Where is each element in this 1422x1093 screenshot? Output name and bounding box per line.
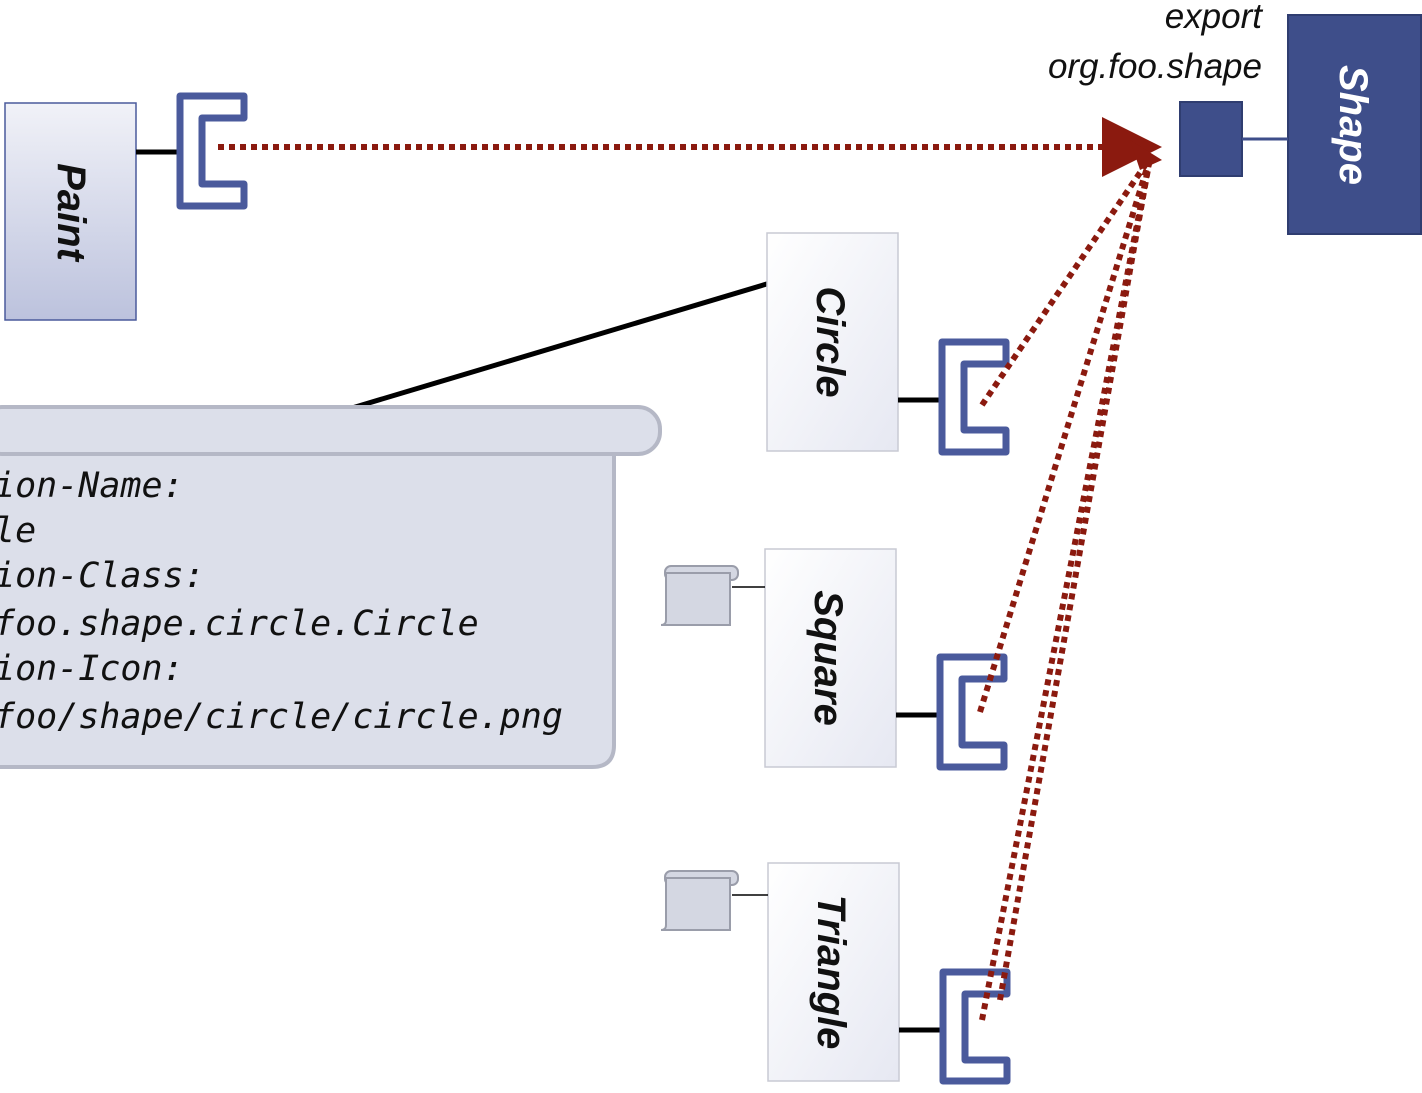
export-label-line1: export xyxy=(1165,0,1264,36)
triangle-dependency-arrow-2 xyxy=(997,157,1153,1001)
triangle-label: Triangle xyxy=(809,895,853,1050)
square-label: Square xyxy=(806,590,850,726)
triangle-dependency-arrow xyxy=(979,157,1153,1021)
arrowhead-icon xyxy=(1130,140,1162,170)
manifest-note: ion-Name: le ion-Class: foo.shape.circle… xyxy=(0,280,771,769)
square-bundle[interactable]: Square xyxy=(764,548,897,768)
circle-bundle[interactable]: Circle xyxy=(766,232,899,452)
manifest-line-2: le xyxy=(0,511,36,551)
dependency-arrows xyxy=(218,117,1162,1021)
paint-bundle[interactable]: Paint xyxy=(4,102,137,321)
manifest-line-1: ion-Name: xyxy=(0,466,184,506)
shape-bundle[interactable]: Shape xyxy=(1287,14,1422,235)
triangle-import-icon xyxy=(939,968,1011,1085)
shape-label: Shape xyxy=(1331,65,1375,185)
triangle-manifest-scroll-icon xyxy=(660,870,768,931)
paint-import-icon xyxy=(176,92,248,210)
circle-import-icon xyxy=(938,338,1010,456)
square-dependency-arrow xyxy=(977,157,1153,713)
square-import-icon xyxy=(936,653,1008,771)
circle-label: Circle xyxy=(808,286,852,397)
export-package-icon xyxy=(1179,101,1243,177)
export-label-line2: org.foo.shape xyxy=(1048,47,1262,86)
circle-dependency-arrow xyxy=(979,156,1153,407)
square-manifest-scroll-icon xyxy=(660,565,765,626)
triangle-bundle[interactable]: Triangle xyxy=(767,862,900,1082)
note-connector xyxy=(351,280,771,411)
manifest-line-5: ion-Icon: xyxy=(0,649,184,689)
paint-label: Paint xyxy=(49,163,93,262)
manifest-line-4: foo.shape.circle.Circle xyxy=(0,604,479,644)
manifest-line-6: foo/shape/circle/circle.png xyxy=(0,697,563,737)
manifest-line-3: ion-Class: xyxy=(0,556,205,596)
